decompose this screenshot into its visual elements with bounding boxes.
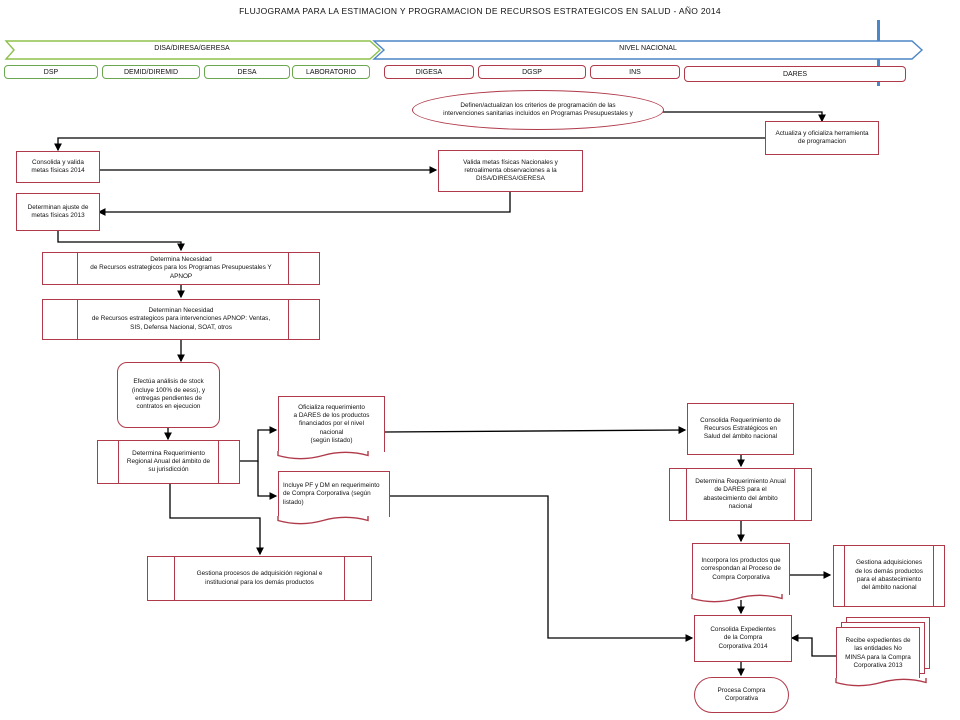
- node-actualiza-text: Actualiza y oficializa herramienta de pr…: [775, 129, 869, 145]
- node-oficializa-req-text: Oficializa requerimiento a DARES de los …: [293, 403, 370, 444]
- node-valida-metas-text: Valida metas físicas Nacionales y retroa…: [463, 158, 558, 183]
- column-tag-demid: DEMID/DIREMID: [102, 65, 200, 79]
- connector-oficializa-consolida-nac: [384, 426, 687, 434]
- connector-regional-incluye: [257, 461, 278, 500]
- node-valida-metas: Valida metas físicas Nacionales y retroa…: [438, 150, 583, 192]
- node-procesa-text: Procesa Compra Corporativa: [717, 686, 766, 702]
- column-tag-dsp: DSP: [4, 65, 98, 79]
- diagram-title: FLUJOGRAMA PARA LA ESTIMACION Y PROGRAMA…: [239, 6, 721, 16]
- node-necesidad-pp-text: Determina Necesidad de Recursos estrateg…: [90, 256, 272, 280]
- node-recibe-exp: Recibe expedientes de las entidades No M…: [836, 627, 920, 679]
- node-incluye-pf: Incluye PF y DM en requerimeinto de Comp…: [278, 471, 390, 517]
- left-band-label: DISA/DIRESA/GERESA: [154, 45, 230, 52]
- node-incorpora-text: Incorpora los productos que correspondan…: [701, 557, 781, 581]
- connector-incluye-consolida-exp: [390, 495, 694, 642]
- node-necesidad-apnop: Determinan Necesidad de Recursos estrate…: [42, 299, 320, 340]
- node-necesidad-apnop-text: Determinan Necesidad de Recursos estrate…: [91, 307, 271, 331]
- connector-actualiza-consolida: [54, 137, 765, 152]
- node-consolida-exp-text: Consolida Expedientes de la Compra Corpo…: [710, 626, 776, 650]
- node-definen: Definen/actualizan los criterios de prog…: [412, 90, 664, 130]
- node-req-dares-text: Determina Requerimiento Anual de DARES p…: [695, 477, 786, 510]
- connector-ajuste-necesidad: [57, 231, 185, 252]
- column-tag-laboratorio: LABORATORIO: [292, 65, 370, 79]
- column-tag-dares: DARES: [684, 66, 906, 82]
- column-tag-digesa: DIGESA: [384, 65, 474, 79]
- node-consolida-exp: Consolida Expedientes de la Compra Corpo…: [694, 615, 792, 662]
- node-definen-text: Definen/actualizan los criterios de prog…: [443, 101, 633, 117]
- node-necesidad-pp: Determina Necesidad de Recursos estrateg…: [42, 252, 320, 285]
- node-gestiona-regional: Gestiona procesos de adquisición regiona…: [147, 556, 372, 601]
- connector-valida-ajuste: [97, 192, 511, 216]
- node-recibe-exp-text: Recibe expedientes de las entidades No M…: [845, 636, 911, 669]
- node-incorpora: Incorpora los productos que correspondan…: [692, 543, 790, 595]
- node-procesa: Procesa Compra Corporativa: [694, 677, 789, 713]
- column-tag-desa: DESA: [204, 65, 290, 79]
- connector-regional-oficializa: [240, 426, 278, 462]
- node-analisis-stock: Efectúa análisis de stock (incluye 100% …: [117, 362, 220, 428]
- node-req-dares: Determina Requerimiento Anual de DARES p…: [669, 468, 812, 521]
- connector-regional-gestiona: [169, 484, 264, 556]
- node-consolida-metas-text: Consolida y valida metas físicas 2014: [31, 158, 85, 174]
- connector-definen-actualiza: [663, 111, 826, 123]
- node-ajuste: Determinan ajuste de metas físicas 2013: [16, 193, 100, 231]
- connector-recibe-consolida-exp: [790, 634, 836, 657]
- node-gestiona-nac: Gestiona adquisiciones de los demás prod…: [833, 545, 945, 607]
- right-band-label: NIVEL NACIONAL: [619, 45, 677, 52]
- node-consolida-metas: Consolida y valida metas físicas 2014: [16, 151, 100, 183]
- node-analisis-stock-text: Efectúa análisis de stock (incluye 100% …: [131, 378, 206, 411]
- node-gestiona-nac-text: Gestiona adquisiciones de los demás prod…: [855, 559, 923, 592]
- node-gestiona-regional-text: Gestiona procesos de adquisición regiona…: [196, 570, 323, 586]
- node-consolida-req-nac: Consolida Requerimiento de Recursos Estr…: [687, 403, 794, 455]
- node-actualiza: Actualiza y oficializa herramienta de pr…: [765, 121, 879, 155]
- right-band-shape: [372, 40, 924, 60]
- column-tag-dgsp: DGSP: [478, 65, 586, 79]
- left-band-shape: [4, 40, 382, 60]
- node-incluye-pf-text: Incluye PF y DM en requerimeinto de Comp…: [283, 482, 380, 506]
- node-req-regional-text: Determina Requerimiento Regional Anual d…: [126, 449, 211, 474]
- node-ajuste-text: Determinan ajuste de metas físicas 2013: [27, 203, 89, 219]
- header-bands: [4, 40, 924, 60]
- column-tag-ins: INS: [590, 65, 680, 79]
- node-consolida-req-nac-text: Consolida Requerimiento de Recursos Estr…: [700, 416, 781, 441]
- node-req-regional: Determina Requerimiento Regional Anual d…: [97, 440, 240, 484]
- node-oficializa-req: Oficializa requerimiento a DARES de los …: [278, 396, 385, 452]
